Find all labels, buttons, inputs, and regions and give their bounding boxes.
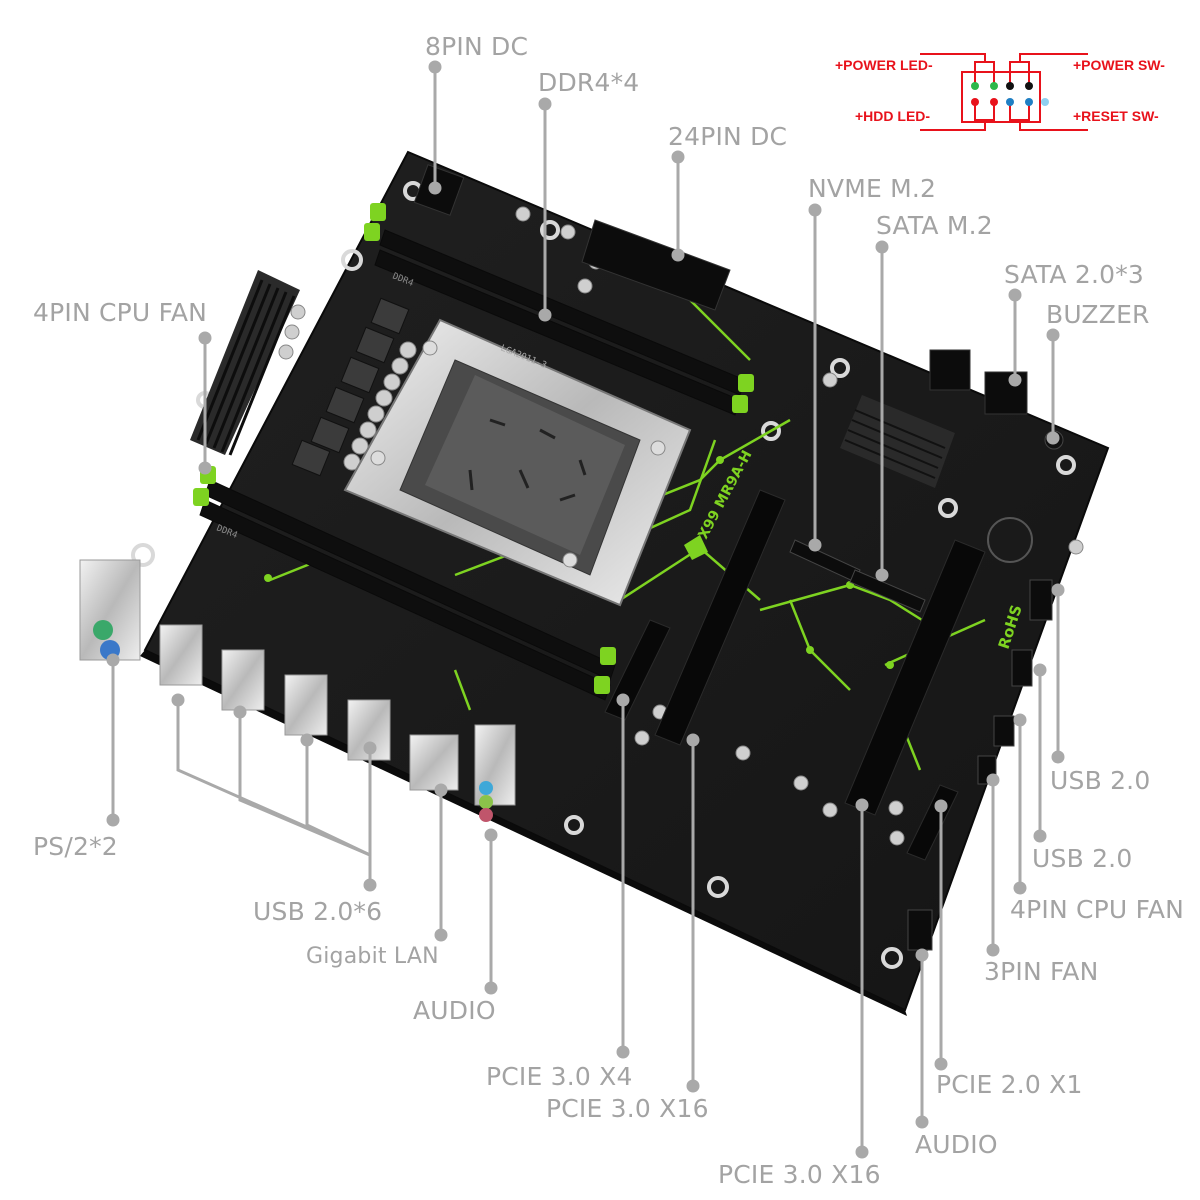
cmos-battery xyxy=(987,517,1033,563)
front-panel-power-sw-label: +POWER SW- xyxy=(1073,57,1165,73)
usb-stack-2 xyxy=(221,649,265,711)
label-pcie-x4: PCIE 3.0 X4 xyxy=(486,1062,633,1091)
vrm-chokes xyxy=(291,297,410,477)
label-ddr4: DDR4*4 xyxy=(538,68,640,97)
label-8pin-dc: 8PIN DC xyxy=(425,32,529,61)
ddr4-dimm-slots xyxy=(199,229,746,701)
label-nvme-m2: NVME M.2 xyxy=(808,174,937,203)
audio-jacks xyxy=(474,724,516,806)
label-pcie-x16-a: PCIE 3.0 X16 xyxy=(546,1094,709,1123)
dimm-latches xyxy=(193,203,754,694)
rear-io-panel xyxy=(79,559,516,822)
lan-port xyxy=(409,734,459,791)
front-panel-pins xyxy=(971,82,1049,106)
usb-stack-3 xyxy=(284,674,328,736)
cpu-socket xyxy=(343,318,692,607)
ps2-port xyxy=(79,559,141,661)
label-buzzer: BUZZER xyxy=(1046,300,1150,329)
front-panel-hdd-led-label: +HDD LED- xyxy=(855,108,931,124)
label-3pin-fan: 3PIN FAN xyxy=(984,957,1099,986)
usb-stack-1 xyxy=(159,624,203,686)
label-usb-header-2: USB 2.0 xyxy=(1032,844,1133,873)
label-usb-header-1: USB 2.0 xyxy=(1050,766,1151,795)
label-audio-header: AUDIO xyxy=(915,1130,998,1159)
label-cpu-fan-right: 4PIN CPU FAN xyxy=(1010,895,1185,924)
brand-logo-icon xyxy=(684,535,708,560)
label-pcie-x1: PCIE 2.0 X1 xyxy=(936,1070,1083,1099)
chipset-heatsink xyxy=(840,395,955,488)
front-panel-diagram xyxy=(920,53,1088,131)
label-24pin-dc: 24PIN DC xyxy=(668,122,788,151)
power-24pin-connector xyxy=(581,219,731,311)
label-sata20: SATA 2.0*3 xyxy=(1004,260,1145,289)
label-sata-m2: SATA M.2 xyxy=(876,211,993,240)
label-gigabit-lan: Gigabit LAN xyxy=(306,944,439,969)
label-cpu-fan-left: 4PIN CPU FAN xyxy=(33,298,208,327)
mount-holes xyxy=(131,181,1076,969)
label-pcie-x16-b: PCIE 3.0 X16 xyxy=(718,1160,881,1189)
front-panel-power-led-label: +POWER LED- xyxy=(835,57,933,73)
label-usb-rear: USB 2.0*6 xyxy=(253,897,383,926)
label-ps2: PS/2*2 xyxy=(33,832,118,861)
callout-leaders xyxy=(106,60,1065,1159)
vrm-heatsink xyxy=(190,270,300,456)
right-edge-headers xyxy=(907,579,1053,951)
label-audio-rear: AUDIO xyxy=(413,996,496,1025)
front-panel-reset-sw-label: +RESET SW- xyxy=(1073,108,1159,124)
m2-slots xyxy=(789,539,926,613)
